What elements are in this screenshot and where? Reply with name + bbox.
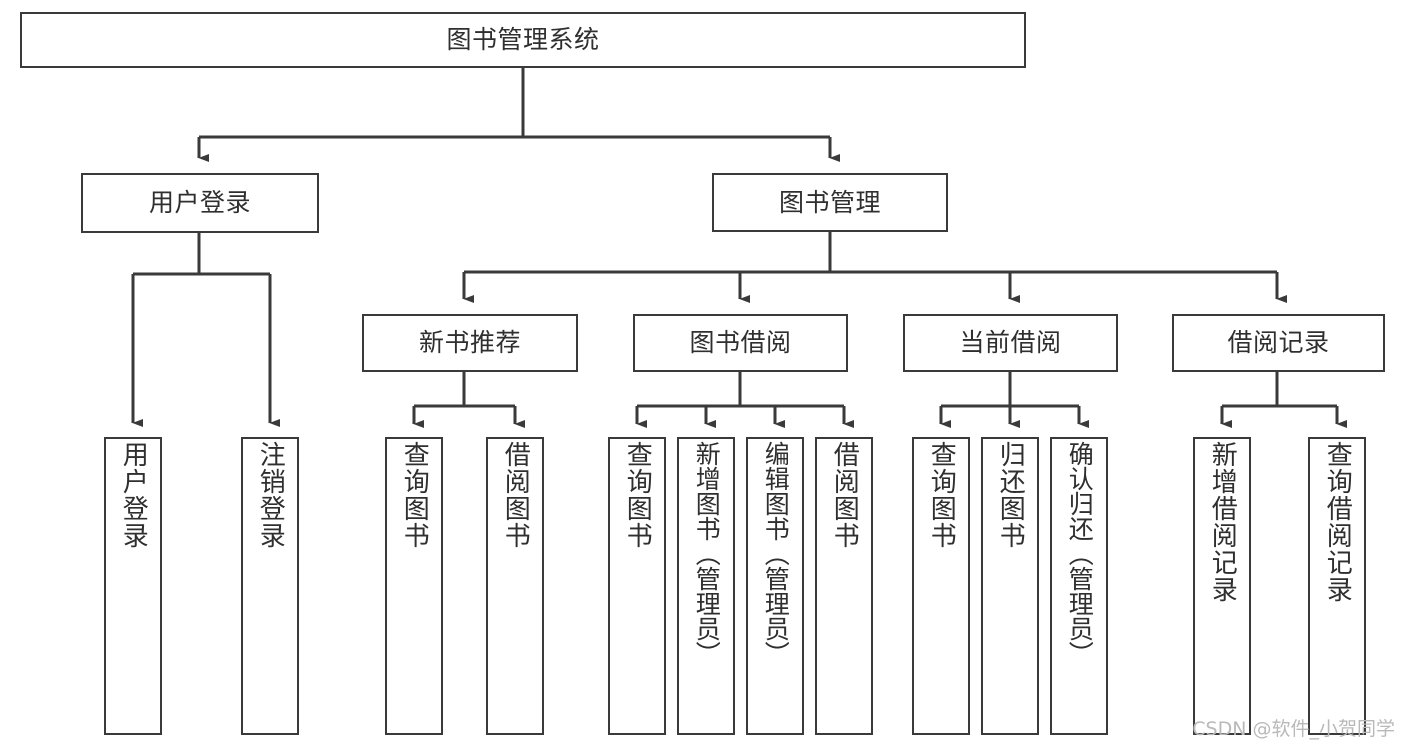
node-leaf-query-book-1[interactable]: 查询图书 (385, 437, 443, 735)
node-leaf-query-book-3-label: 查询图书 (926, 441, 957, 549)
node-current-borrow[interactable]: 当前借阅 (903, 314, 1118, 372)
node-leaf-edit-book[interactable]: 编辑图书（管理员） (746, 437, 804, 735)
node-leaf-add-book-label: 新增图书（管理员） (692, 441, 722, 666)
node-leaf-query-book-3[interactable]: 查询图书 (912, 437, 970, 735)
node-leaf-query-book-2[interactable]: 查询图书 (608, 437, 666, 735)
node-leaf-query-record-label: 查询借阅记录 (1322, 441, 1353, 603)
node-root[interactable]: 图书管理系统 (20, 12, 1026, 68)
node-leaf-confirm-return-label: 确认归还（管理员） (1065, 441, 1095, 666)
node-user-login[interactable]: 用户登录 (81, 173, 319, 233)
node-current-borrow-label: 当前借阅 (959, 328, 1062, 358)
node-leaf-return-book-label: 归还图书 (995, 441, 1026, 549)
node-user-login-label: 用户登录 (148, 188, 251, 218)
node-leaf-logout[interactable]: 注销登录 (241, 437, 299, 735)
node-book-borrow[interactable]: 图书借阅 (633, 314, 848, 372)
node-root-label: 图书管理系统 (446, 25, 600, 55)
node-leaf-add-record[interactable]: 新增借阅记录 (1193, 437, 1251, 735)
node-borrow-record[interactable]: 借阅记录 (1172, 314, 1385, 372)
node-new-book-recommendation-label: 新书推荐 (418, 328, 521, 358)
node-new-book-recommendation[interactable]: 新书推荐 (362, 314, 578, 372)
node-leaf-add-book[interactable]: 新增图书（管理员） (677, 437, 735, 735)
node-leaf-edit-book-label: 编辑图书（管理员） (761, 441, 791, 666)
node-leaf-query-book-2-label: 查询图书 (622, 441, 653, 549)
node-leaf-borrow-book-1[interactable]: 借阅图书 (486, 437, 544, 735)
node-leaf-user-login[interactable]: 用户登录 (104, 437, 162, 735)
node-leaf-return-book[interactable]: 归还图书 (981, 437, 1039, 735)
node-borrow-record-label: 借阅记录 (1227, 328, 1330, 358)
node-leaf-borrow-book-2[interactable]: 借阅图书 (815, 437, 873, 735)
node-book-manage[interactable]: 图书管理 (712, 173, 948, 232)
node-leaf-borrow-book-2-label: 借阅图书 (829, 441, 860, 549)
node-book-borrow-label: 图书借阅 (689, 328, 792, 358)
csdn-watermark: CSDN @软件_小贺同学 (1192, 718, 1395, 740)
node-leaf-borrow-book-1-label: 借阅图书 (500, 441, 531, 549)
node-leaf-add-record-label: 新增借阅记录 (1207, 441, 1238, 603)
node-leaf-logout-label: 注销登录 (255, 441, 286, 549)
node-leaf-query-book-1-label: 查询图书 (399, 441, 430, 549)
node-leaf-confirm-return[interactable]: 确认归还（管理员） (1050, 437, 1108, 735)
node-leaf-query-record[interactable]: 查询借阅记录 (1308, 437, 1366, 735)
node-book-manage-label: 图书管理 (778, 187, 881, 217)
node-leaf-user-login-label: 用户登录 (118, 441, 149, 549)
